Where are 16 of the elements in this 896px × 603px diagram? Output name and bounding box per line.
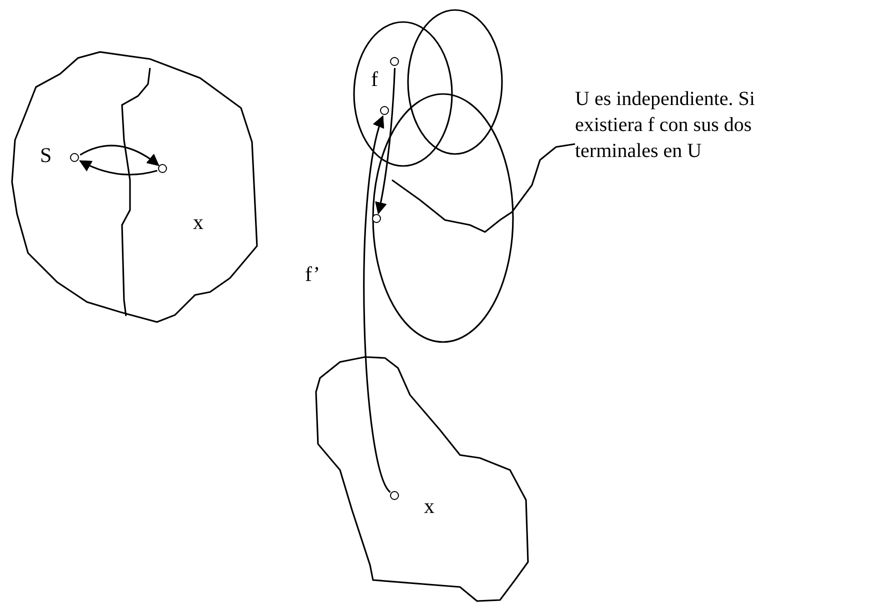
vertex-circle: [158, 164, 167, 173]
region-label: x: [193, 210, 204, 234]
vertex-circle: [390, 491, 399, 500]
vertex-circle: [390, 57, 399, 66]
arrow: [363, 115, 391, 493]
arrow: [80, 144, 160, 166]
arrow: [374, 68, 396, 214]
note-text: U es independiente. Si existiera f con sus dos terminales en U: [575, 87, 756, 164]
region-label: x: [424, 494, 434, 518]
vertex-label: S: [40, 143, 52, 167]
vertex-circle: [380, 106, 389, 115]
edge-label: f’: [305, 262, 320, 286]
vertex-circle: [372, 214, 381, 223]
edge-label: f: [371, 67, 378, 91]
vertex-circle: [70, 153, 79, 162]
arrow: [79, 160, 158, 176]
